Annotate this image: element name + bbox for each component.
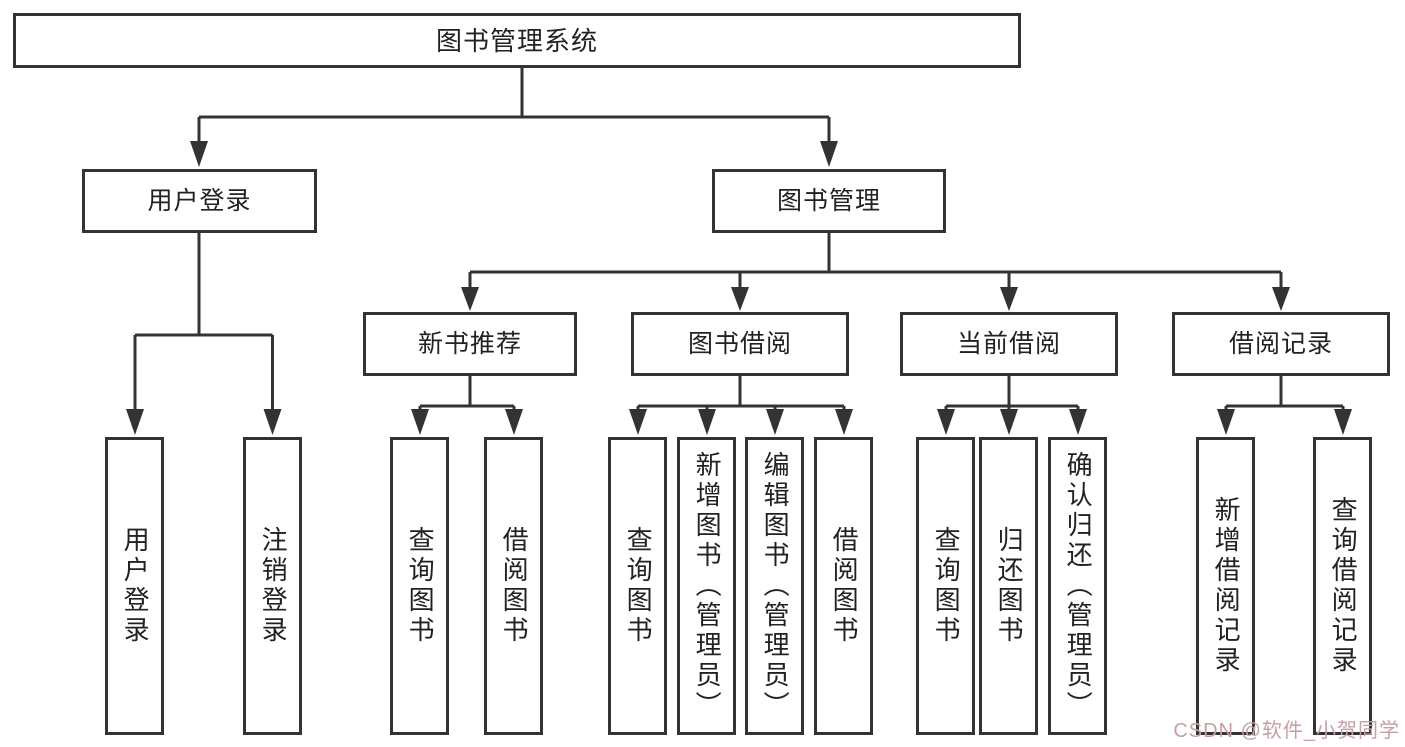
- node-user-login: 用户登录: [82, 169, 317, 233]
- arrow-down-icon: [126, 409, 144, 435]
- node-label: 查询图书: [623, 526, 654, 646]
- arrow-down-icon: [698, 409, 716, 435]
- node-label: 用户登录: [147, 186, 252, 215]
- node-label: 借阅图书: [829, 526, 860, 646]
- node-label: 编辑图书（管理员）: [760, 451, 791, 721]
- leaf-logout: 注销登录: [243, 437, 302, 735]
- node-label: 新增图书（管理员）: [692, 451, 723, 721]
- node-label: 图书管理系统: [435, 25, 598, 56]
- connector-root: [197, 68, 831, 142]
- node-label: 借阅图书: [499, 526, 530, 646]
- leaf-query-borrow-record: 查询借阅记录: [1313, 437, 1372, 735]
- node-label: 新增借阅记录: [1211, 496, 1242, 676]
- node-borrow-records: 借阅记录: [1172, 312, 1390, 376]
- leaf-borrow-books-1: 借阅图书: [484, 437, 543, 735]
- arrow-down-icon: [629, 409, 647, 435]
- node-label: 注销登录: [258, 526, 289, 646]
- leaf-query-books-1: 查询图书: [390, 437, 449, 735]
- node-book-management: 图书管理: [712, 169, 946, 233]
- arrow-down-icon: [1000, 409, 1018, 435]
- connector-current-borrow: [944, 376, 1080, 410]
- node-label: 查询图书: [405, 526, 436, 646]
- arrow-down-icon: [1217, 409, 1235, 435]
- leaf-query-books-2: 查询图书: [608, 437, 667, 735]
- arrow-down-icon: [411, 409, 429, 435]
- node-label: 归还图书: [994, 526, 1025, 646]
- connector-book-borrow: [636, 376, 846, 410]
- node-label: 借阅记录: [1228, 329, 1333, 358]
- node-label: 查询借阅记录: [1328, 496, 1359, 676]
- watermark: CSDN @软件_小贺同学: [1173, 720, 1400, 742]
- leaf-borrow-books-2: 借阅图书: [814, 437, 873, 735]
- arrow-down-icon: [505, 409, 523, 435]
- node-new-book-recommend: 新书推荐: [363, 312, 577, 376]
- leaf-user-login: 用户登录: [105, 437, 164, 735]
- leaf-add-borrow-record: 新增借阅记录: [1196, 437, 1255, 735]
- arrow-down-icon: [461, 287, 479, 311]
- node-label: 用户登录: [120, 526, 151, 646]
- node-label: 图书借阅: [687, 329, 792, 358]
- arrow-down-icon: [835, 409, 853, 435]
- connector-new-book-recommend: [418, 376, 516, 410]
- leaf-confirm-return-admin: 确认归还（管理员）: [1048, 437, 1107, 735]
- arrow-down-icon: [1334, 409, 1352, 435]
- node-label: 查询图书: [931, 526, 962, 646]
- arrow-down-icon: [937, 409, 955, 435]
- arrow-down-icon: [766, 409, 784, 435]
- node-label: 确认归还（管理员）: [1063, 451, 1094, 721]
- arrow-down-icon: [1000, 287, 1018, 311]
- arrow-down-icon: [1069, 409, 1087, 435]
- node-label: 图书管理: [776, 186, 881, 215]
- node-label: 当前借阅: [956, 329, 1061, 358]
- arrow-down-icon: [190, 141, 208, 167]
- node-current-borrow: 当前借阅: [900, 312, 1118, 376]
- connector-borrow-records: [1224, 376, 1345, 410]
- arrow-down-icon: [1272, 287, 1290, 311]
- node-book-borrow: 图书借阅: [631, 312, 849, 376]
- connector-user-login: [133, 233, 274, 410]
- leaf-add-books-admin: 新增图书（管理员）: [677, 437, 736, 735]
- node-root: 图书管理系统: [13, 13, 1021, 68]
- arrow-down-icon: [263, 409, 282, 435]
- node-label: 新书推荐: [417, 329, 522, 358]
- leaf-query-books-3: 查询图书: [916, 437, 975, 735]
- leaf-return-books: 归还图书: [979, 437, 1038, 735]
- arrow-down-icon: [731, 287, 749, 311]
- connector-book-management: [468, 233, 1283, 288]
- leaf-edit-books-admin: 编辑图书（管理员）: [745, 437, 804, 735]
- arrow-down-icon: [820, 141, 838, 167]
